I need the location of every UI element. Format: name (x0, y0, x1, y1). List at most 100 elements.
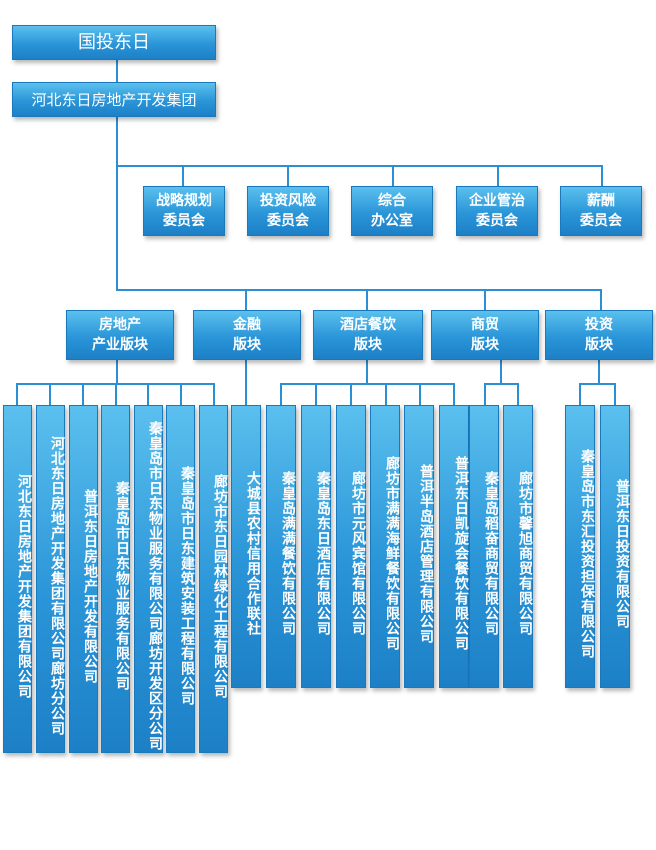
company-node: 秦皇岛市日东物业服务有限公司 (101, 405, 130, 753)
company-node: 廊坊市馨旭商贸有限公司 (503, 405, 533, 688)
committee-line1: 战略规划 (156, 193, 212, 209)
company-node: 普洱东日凯旋会餐饮有限公司 (439, 405, 469, 688)
segment-line2: 产业版块 (92, 337, 148, 353)
company-label: 秦皇岛满满餐饮有限公司 (280, 471, 296, 636)
connector-group-trunk (116, 115, 118, 290)
re-drop-1 (16, 383, 18, 405)
re-drop-6 (180, 383, 182, 405)
trade-bus (484, 383, 519, 385)
re-drop-4 (115, 383, 117, 405)
committee-investment-risk: 投资风险 委员会 (247, 186, 329, 236)
fin-stem (245, 360, 247, 405)
company-node: 廊坊市满满海鲜餐饮有限公司 (370, 405, 400, 688)
committee-drop-3 (392, 165, 394, 187)
company-label: 普洱东日凯旋会餐饮有限公司 (453, 456, 469, 651)
group-node: 河北东日房地产开发集团 (12, 82, 216, 117)
segment-drop-4 (484, 289, 486, 311)
committee-line2: 委员会 (267, 213, 309, 229)
committee-line1: 企业管治 (469, 193, 525, 209)
company-label: 廊坊市元风宾馆有限公司 (350, 471, 366, 636)
hotel-drop-2 (315, 383, 317, 405)
segment-line2: 版块 (471, 337, 499, 353)
company-label: 廊坊市馨旭商贸有限公司 (517, 471, 533, 636)
invest-drop-2 (614, 383, 616, 405)
company-label: 秦皇岛市东汇投资担保有限公司 (579, 448, 595, 659)
segment-line1: 金融 (233, 317, 261, 333)
company-label: 普洱半岛酒店管理有限公司 (418, 463, 434, 644)
company-node: 河北东日房地产开发集团有限公司 (3, 405, 32, 753)
company-label: 秦皇岛稻奋商贸有限公司 (483, 471, 499, 636)
segment-hotel-catering: 酒店餐饮 版块 (313, 310, 423, 360)
committee-drop-4 (497, 165, 499, 187)
company-label: 河北东日房地产开发集团有限公司廊坊分公司 (49, 436, 65, 736)
committee-line2: 委员会 (580, 213, 622, 229)
company-node: 普洱半岛酒店管理有限公司 (404, 405, 434, 688)
segment-line1: 酒店餐饮 (340, 317, 396, 333)
invest-stem (598, 360, 600, 384)
company-label: 普洱东日投资有限公司 (614, 478, 630, 629)
invest-drop-1 (579, 383, 581, 405)
re-stem (116, 360, 118, 384)
company-label: 大城县农村信用合作联社 (245, 471, 261, 636)
segment-line2: 版块 (233, 337, 261, 353)
company-node: 普洱东日房地产开发有限公司 (69, 405, 98, 753)
company-node: 廊坊市元风宾馆有限公司 (336, 405, 366, 688)
root-node: 国投东日 (12, 25, 216, 60)
committee-bus (116, 165, 603, 167)
trade-drop-1 (484, 383, 486, 405)
segment-trade: 商贸 版块 (431, 310, 539, 360)
hotel-drop-1 (280, 383, 282, 405)
committee-line1: 投资风险 (260, 193, 316, 209)
company-label: 秦皇岛市日东建筑安装工程有限公司 (179, 466, 195, 706)
segment-line1: 房地产 (99, 317, 141, 333)
hotel-drop-6 (453, 383, 455, 405)
trade-stem (500, 360, 502, 384)
committee-drop-2 (287, 165, 289, 187)
hotel-drop-5 (419, 383, 421, 405)
company-label: 廊坊市满满海鲜餐饮有限公司 (384, 456, 400, 651)
re-drop-3 (82, 383, 84, 405)
company-label: 河北东日房地产开发集团有限公司 (16, 473, 32, 699)
company-label: 秦皇岛市日东物业服务有限公司 (114, 481, 130, 691)
segment-drop-5 (600, 289, 602, 311)
segment-drop-2 (245, 289, 247, 311)
segment-bus (116, 289, 602, 291)
root-label: 国投东日 (78, 31, 150, 53)
re-drop-2 (49, 383, 51, 405)
company-node: 廊坊市东日园林绿化工程有限公司 (199, 405, 228, 753)
committee-line2: 委员会 (476, 213, 518, 229)
company-node: 秦皇岛满满餐饮有限公司 (266, 405, 296, 688)
segment-line2: 版块 (585, 337, 613, 353)
company-node: 秦皇岛市日东建筑安装工程有限公司 (166, 405, 195, 753)
company-node: 秦皇岛东日酒店有限公司 (301, 405, 331, 688)
company-node: 秦皇岛市日东物业服务有限公司廊坊开发区分公司 (134, 405, 163, 753)
committee-compensation: 薪酬 委员会 (560, 186, 642, 236)
company-node: 普洱东日投资有限公司 (600, 405, 630, 688)
segment-finance: 金融 版块 (193, 310, 301, 360)
committee-line2: 办公室 (371, 213, 413, 229)
committee-governance: 企业管治 委员会 (456, 186, 538, 236)
company-label: 廊坊市东日园林绿化工程有限公司 (212, 473, 228, 699)
group-label: 河北东日房地产开发集团 (31, 90, 197, 109)
company-label: 秦皇岛东日酒店有限公司 (315, 471, 331, 636)
trade-drop-2 (517, 383, 519, 405)
re-drop-5 (147, 383, 149, 405)
committee-line1: 薪酬 (587, 193, 615, 209)
company-node: 河北东日房地产开发集团有限公司廊坊分公司 (36, 405, 65, 753)
company-node: 秦皇岛市东汇投资担保有限公司 (565, 405, 595, 688)
connector-root-group (116, 58, 118, 83)
company-label: 秦皇岛市日东物业服务有限公司廊坊开发区分公司 (147, 421, 163, 751)
segment-line1: 商贸 (471, 317, 499, 333)
hotel-bus (280, 383, 455, 385)
hotel-stem (366, 360, 368, 384)
hotel-drop-4 (385, 383, 387, 405)
segment-line1: 投资 (585, 317, 613, 333)
hotel-drop-3 (350, 383, 352, 405)
committee-line1: 综合 (378, 193, 406, 209)
segment-investment: 投资 版块 (545, 310, 653, 360)
invest-bus (579, 383, 616, 385)
committee-general-office: 综合 办公室 (351, 186, 433, 236)
committee-drop-1 (182, 165, 184, 187)
committee-drop-5 (601, 165, 603, 187)
re-drop-7 (213, 383, 215, 405)
